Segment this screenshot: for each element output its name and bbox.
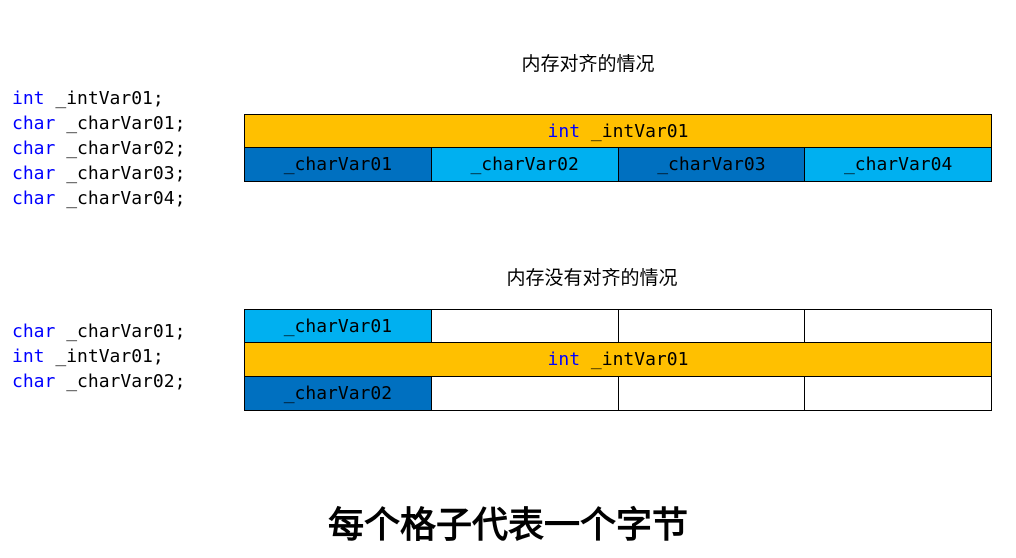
code-line: char _charVar02; bbox=[12, 369, 185, 394]
code-keyword: char bbox=[12, 371, 56, 392]
code-identifier: _charVar03; bbox=[55, 163, 186, 184]
code-keyword: int bbox=[12, 346, 45, 367]
aligned-code-block: int _intVar01;char _charVar01;char _char… bbox=[12, 86, 185, 211]
code-identifier: _charVar01; bbox=[55, 113, 186, 134]
memory-cell-empty bbox=[617, 376, 806, 411]
memory-cell: _charVar02 bbox=[430, 147, 619, 182]
unaligned-title: 内存没有对齐的情况 bbox=[506, 267, 678, 289]
memory-cell: _charVar04 bbox=[804, 147, 992, 182]
code-keyword: int bbox=[12, 88, 45, 109]
code-keyword: char bbox=[12, 163, 56, 184]
code-keyword: char bbox=[12, 113, 56, 134]
code-line: int _intVar01; bbox=[12, 86, 185, 111]
unaligned-code-block: char _charVar01;int _intVar01;char _char… bbox=[12, 319, 185, 394]
code-line: char _charVar02; bbox=[12, 136, 185, 161]
memory-cell-empty bbox=[804, 309, 992, 343]
memory-row: _charVar01_charVar02_charVar03_charVar04 bbox=[244, 147, 992, 182]
code-identifier: _charVar02; bbox=[55, 371, 186, 392]
code-line: int _intVar01; bbox=[12, 344, 185, 369]
cell-keyword: int bbox=[547, 349, 581, 370]
code-line: char _charVar04; bbox=[12, 186, 185, 211]
code-line: char _charVar01; bbox=[12, 111, 185, 136]
memory-cell-empty bbox=[430, 309, 619, 343]
memory-cell: _charVar01 bbox=[244, 309, 432, 343]
code-line: char _charVar03; bbox=[12, 161, 185, 186]
code-keyword: char bbox=[12, 188, 56, 209]
aligned-title: 内存对齐的情况 bbox=[521, 53, 655, 75]
memory-cell: int _intVar01 bbox=[244, 114, 992, 148]
code-line: char _charVar01; bbox=[12, 319, 185, 344]
cell-keyword: int bbox=[547, 120, 581, 142]
footer-caption: 每个格子代表一个字节 bbox=[327, 505, 689, 546]
memory-cell-empty bbox=[617, 309, 806, 343]
code-identifier: _charVar02; bbox=[55, 138, 186, 159]
code-identifier: _intVar01; bbox=[44, 88, 164, 109]
aligned-memory-grid: int _intVar01_charVar01_charVar02_charVa… bbox=[244, 114, 992, 182]
memory-row: _charVar01 bbox=[244, 309, 992, 343]
memory-cell: _charVar01 bbox=[244, 147, 432, 182]
memory-cell: _charVar03 bbox=[617, 147, 806, 182]
cell-identifier: _intVar01 bbox=[580, 349, 689, 370]
cell-identifier: _intVar01 bbox=[580, 120, 689, 142]
memory-row: int _intVar01 bbox=[244, 342, 992, 377]
memory-row: int _intVar01 bbox=[244, 114, 992, 148]
memory-cell-empty bbox=[430, 376, 619, 411]
memory-row: _charVar02 bbox=[244, 376, 992, 411]
memory-cell: _charVar02 bbox=[244, 376, 432, 411]
code-identifier: _intVar01; bbox=[44, 346, 164, 367]
memory-cell: int _intVar01 bbox=[244, 342, 992, 377]
code-keyword: char bbox=[12, 321, 56, 342]
code-keyword: char bbox=[12, 138, 56, 159]
code-identifier: _charVar04; bbox=[55, 188, 186, 209]
code-identifier: _charVar01; bbox=[55, 321, 186, 342]
memory-cell-empty bbox=[804, 376, 992, 411]
